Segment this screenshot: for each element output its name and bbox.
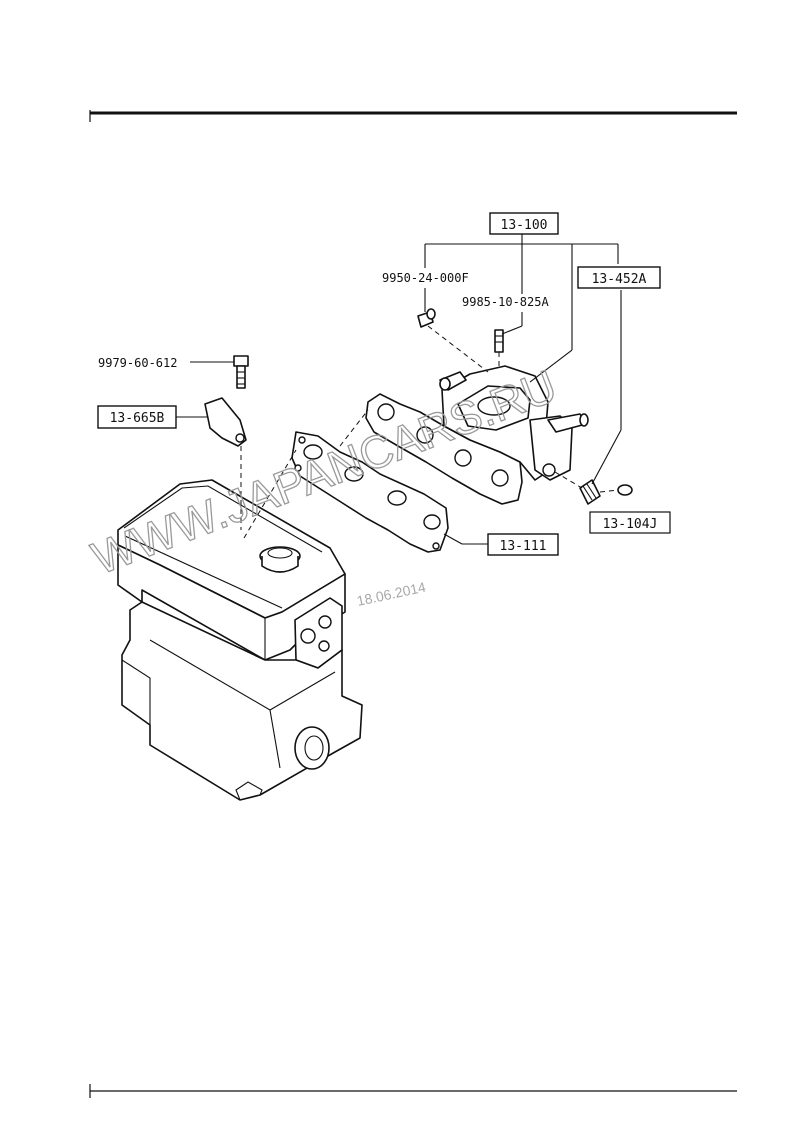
plug-9950 [417, 308, 436, 328]
bracket-13-665b [204, 397, 247, 447]
manifold-gasket [291, 431, 449, 553]
callout-13-665b: 13-665B [97, 405, 177, 429]
callout-13-111: 13-111 [487, 533, 559, 556]
callout-13-452a-text: 13-452A [592, 272, 647, 287]
leader-lines [176, 234, 622, 545]
callout-9985-10-825a: 9985-10-825A [462, 295, 549, 309]
assembly-lines [240, 325, 619, 539]
cap-13-104j [617, 484, 633, 496]
sensor-13-452a [579, 479, 601, 505]
callout-13-100-text: 13-100 [501, 218, 548, 233]
callout-13-104j-text: 13-104J [603, 517, 658, 532]
watermark-date: 18.06.2014 [355, 579, 427, 609]
callout-13-100: 13-100 [489, 212, 559, 235]
callout-9950-24-000f: 9950-24-000F [382, 271, 469, 285]
intake-manifold [365, 365, 589, 505]
engine-block [117, 479, 363, 801]
callout-13-111-text: 13-111 [500, 539, 547, 554]
callout-13-104j: 13-104J [589, 511, 671, 534]
callout-13-452a: 13-452A [577, 266, 661, 289]
callout-13-665b-text: 13-665B [110, 411, 165, 426]
callout-9979-60-612: 9979-60-612 [98, 356, 177, 370]
bolt-9979 [233, 355, 249, 389]
stud-9985 [494, 329, 504, 353]
